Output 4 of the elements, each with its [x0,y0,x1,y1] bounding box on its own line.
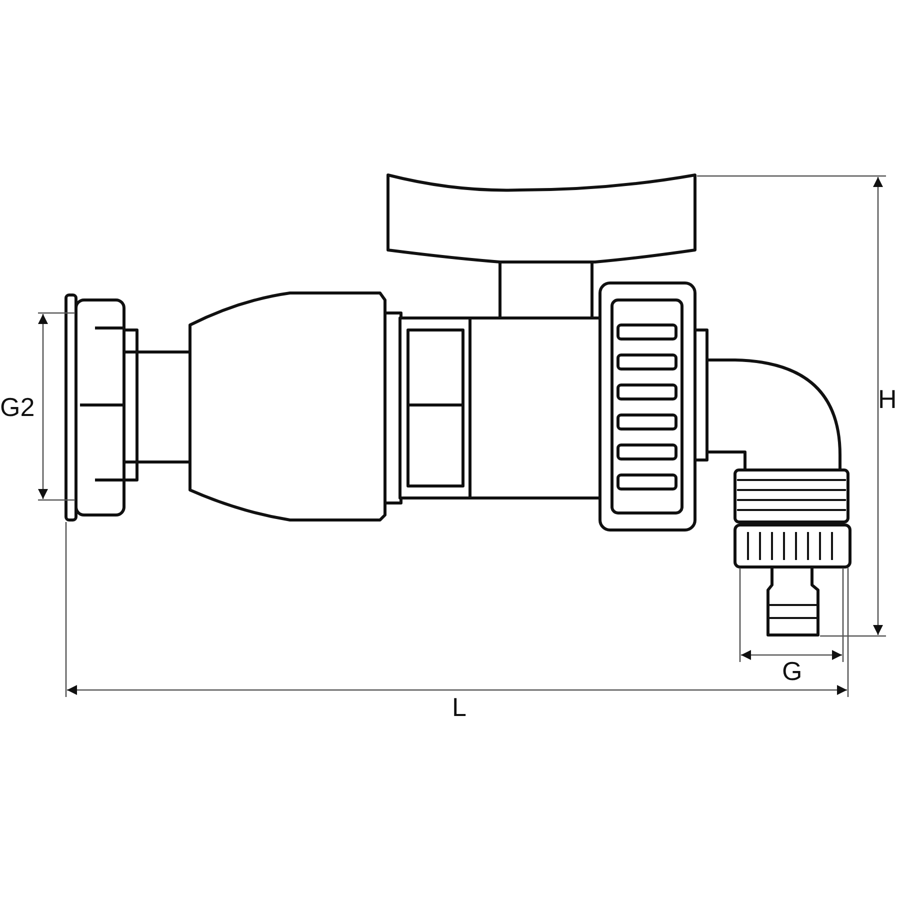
dimension-label: L [452,694,466,720]
dimension-label: H [878,386,897,412]
dimension-label: G [782,658,802,684]
dimension-label: G2 [0,394,35,420]
